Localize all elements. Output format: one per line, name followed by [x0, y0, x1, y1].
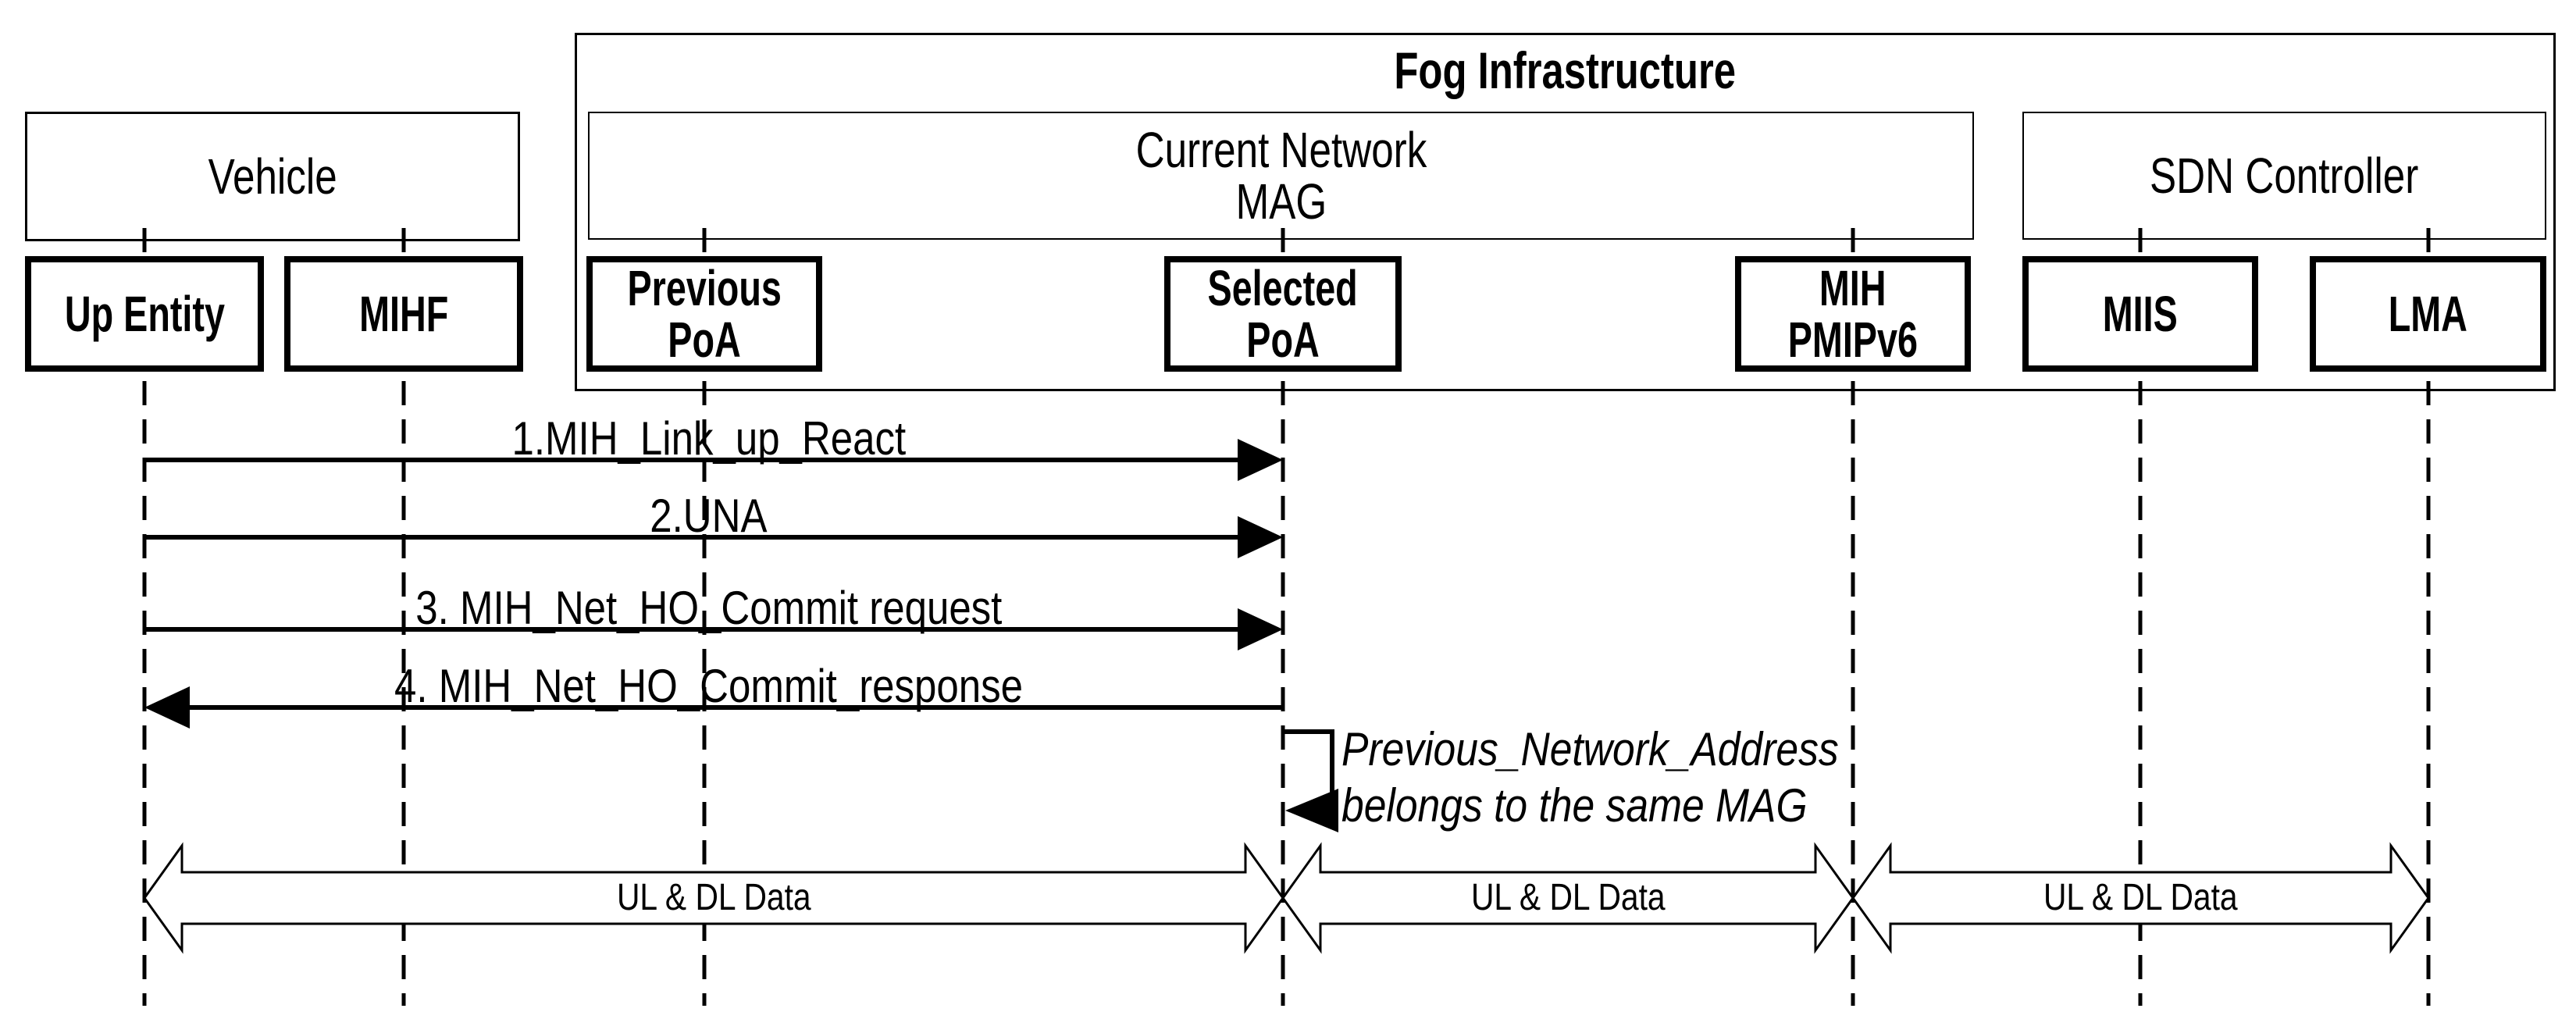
message-label-4-text: 4. MIH_Net_HO_Commit_response	[394, 660, 1023, 712]
entity-miis-label: MIIS	[2102, 286, 2179, 342]
container-current-network-mag: Current Network MAG	[588, 112, 1974, 240]
data-flow-label-1-text: UL & DL Data	[616, 877, 811, 918]
container-sdn-controller-label: SDN Controller	[2150, 148, 2419, 204]
self-message-note-line2: belongs to the same MAG	[1341, 779, 1808, 832]
data-flow-label-3: UL & DL Data	[1853, 878, 2428, 918]
entity-lma-label: LMA	[2388, 286, 2468, 342]
group-fog-infrastructure: Fog Infrastructure	[575, 33, 2556, 391]
self-message-hook	[1284, 729, 1334, 804]
message-arrowhead-1	[1238, 439, 1283, 481]
data-flow-arrow-3	[1851, 842, 2430, 954]
entity-mihf: MIHF	[284, 256, 523, 372]
entity-up-entity: Up Entity	[25, 256, 264, 372]
fog-infrastructure-title-text: Fog Infrastructure	[1394, 41, 1737, 99]
entity-selected-poa-label1: Selected	[1207, 260, 1359, 316]
data-flow-label-2: UL & DL Data	[1283, 878, 1853, 918]
self-message-note-line1: Previous_Network_Address	[1341, 723, 1839, 775]
message-label-1: 1.MIH_Link_up_React	[144, 415, 1273, 462]
self-message-arrowhead	[1285, 789, 1338, 832]
entity-previous-poa-label1: Previous	[627, 260, 782, 316]
entity-up-entity-label: Up Entity	[64, 286, 225, 342]
message-label-3-text: 3. MIH_Net_HO_Commit request	[415, 582, 1003, 634]
message-arrowhead-4	[144, 686, 190, 729]
container-sdn-controller: SDN Controller	[2022, 112, 2546, 240]
message-label-2: 2.UNA	[144, 493, 1273, 540]
message-label-1-text: 1.MIH_Link_up_React	[511, 412, 906, 465]
fog-infrastructure-title: Fog Infrastructure	[577, 41, 2553, 99]
entity-lma: LMA	[2310, 256, 2546, 372]
entity-mih-pmipv6: MIH PMIPv6	[1735, 256, 1971, 372]
message-label-2-text: 2.UNA	[650, 490, 768, 542]
entity-previous-poa-label2: PoA	[668, 312, 741, 368]
container-vehicle: Vehicle	[25, 112, 520, 241]
message-arrowhead-3	[1238, 608, 1283, 650]
entity-miis: MIIS	[2022, 256, 2258, 372]
entity-mih-pmipv6-label1: MIH	[1819, 260, 1887, 316]
entity-mihf-label: MIHF	[358, 286, 449, 342]
container-mag-label: MAG	[1235, 173, 1327, 230]
entity-previous-poa: Previous PoA	[586, 256, 822, 372]
entity-selected-poa: Selected PoA	[1164, 256, 1402, 372]
entity-selected-poa-label2: PoA	[1246, 312, 1320, 368]
data-flow-label-3-text: UL & DL Data	[2043, 877, 2238, 918]
container-vehicle-label: Vehicle	[208, 148, 337, 205]
container-current-network-label: Current Network	[1135, 122, 1427, 178]
data-flow-label-1: UL & DL Data	[144, 878, 1283, 918]
entity-mih-pmipv6-label2: PMIPv6	[1787, 312, 1919, 368]
message-label-3: 3. MIH_Net_HO_Commit request	[144, 585, 1273, 632]
message-arrowhead-2	[1238, 516, 1283, 558]
message-label-4: 4. MIH_Net_HO_Commit_response	[144, 663, 1273, 710]
data-flow-label-2-text: UL & DL Data	[1470, 877, 1666, 918]
